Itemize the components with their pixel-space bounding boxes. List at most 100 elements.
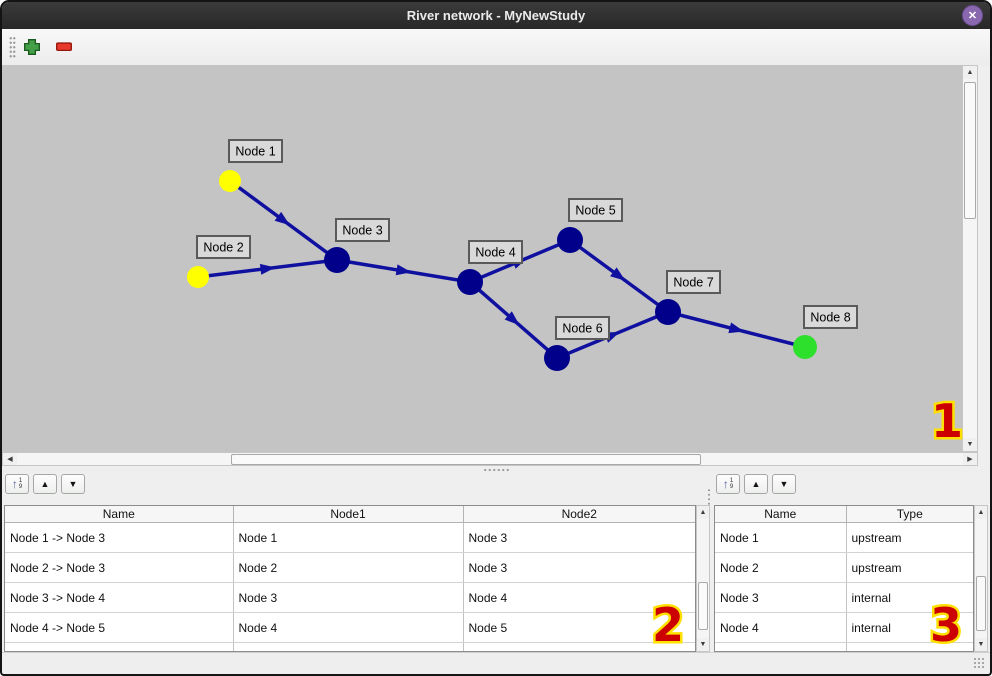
node-node-1[interactable] [219, 170, 241, 192]
scroll-down-icon[interactable]: ▼ [697, 638, 709, 651]
table-cell[interactable]: Node 4 [233, 612, 464, 643]
table-row[interactable] [715, 642, 973, 651]
table-cell[interactable]: Node 3 [463, 522, 695, 553]
scroll-down-icon[interactable]: ▼ [963, 438, 977, 451]
table-cell[interactable]: Node 2 [715, 552, 847, 583]
nodes-move-up-button[interactable]: ▲ [744, 474, 768, 494]
vertical-scroll-thumb[interactable] [964, 82, 976, 219]
nodes-table-scrollbar[interactable]: ▲ ▼ [974, 505, 988, 652]
table-cell[interactable]: Node 1 [233, 522, 464, 553]
reaches-move-down-button[interactable]: ▼ [61, 474, 85, 494]
vertical-scroll-thumb[interactable] [698, 582, 708, 630]
close-icon: ✕ [967, 10, 978, 22]
annotation-1: 1 [928, 398, 965, 444]
add-button[interactable] [22, 37, 42, 57]
svg-text:Node 2: Node 2 [203, 241, 243, 255]
vertical-scroll-thumb[interactable] [976, 576, 986, 631]
column-header-type[interactable]: Type [846, 506, 973, 523]
down-triangle-icon: ▼ [68, 479, 78, 489]
canvas-vertical-scrollbar[interactable]: ▲ ▼ [962, 65, 978, 452]
node-node-7[interactable] [655, 299, 681, 325]
node-node-6[interactable] [544, 345, 570, 371]
node-label-node-5: Node 5 [568, 198, 623, 222]
table-row[interactable] [5, 642, 695, 651]
node-node-4[interactable] [457, 269, 483, 295]
node-label-node-7: Node 7 [666, 270, 721, 294]
reaches-table-scrollbar[interactable]: ▲ ▼ [696, 505, 710, 652]
scroll-down-icon[interactable]: ▼ [975, 638, 987, 651]
table-cell[interactable]: Node 3 -> Node 4 [5, 582, 234, 613]
table-cell[interactable]: Node 5 [463, 612, 695, 643]
reaches-move-up-button[interactable]: ▲ [33, 474, 57, 494]
title-bar[interactable]: River network - MyNewStudy [2, 2, 990, 29]
column-header-node1[interactable]: Node1 [233, 506, 464, 523]
table-cell[interactable]: Node 4 [715, 612, 847, 643]
table-cell[interactable]: Node 3 [233, 582, 464, 613]
svg-text:Node 3: Node 3 [342, 224, 382, 238]
status-bar [2, 652, 990, 674]
column-header-name[interactable]: Name [715, 506, 847, 523]
scroll-up-icon[interactable]: ▲ [975, 506, 987, 519]
remove-button[interactable] [54, 37, 74, 57]
node-node-8[interactable] [793, 335, 817, 359]
column-header-name[interactable]: Name [5, 506, 234, 523]
scroll-up-icon[interactable]: ▲ [963, 66, 977, 79]
close-button[interactable]: ✕ [962, 5, 983, 26]
table-cell[interactable]: Node 3 [715, 582, 847, 613]
scroll-right-icon[interactable]: ▶ [963, 453, 977, 465]
table-cell[interactable]: Node 1 -> Node 3 [5, 522, 234, 553]
table-cell[interactable]: Node 3 [463, 552, 695, 583]
scroll-up-icon[interactable]: ▲ [697, 506, 709, 519]
table-cell[interactable] [463, 642, 695, 651]
plus-icon [24, 39, 40, 55]
horizontal-scroll-thumb[interactable] [231, 454, 701, 465]
table-cell[interactable] [233, 642, 464, 651]
svg-text:Node 7: Node 7 [673, 276, 713, 290]
node-node-3[interactable] [324, 247, 350, 273]
table-cell[interactable] [715, 642, 847, 651]
scroll-left-icon[interactable]: ◀ [3, 453, 17, 465]
toolbar-drag-handle[interactable] [9, 36, 16, 58]
node-node-5[interactable] [557, 227, 583, 253]
resize-grip[interactable] [974, 658, 985, 669]
table-cell[interactable]: Node 2 [233, 552, 464, 583]
horizontal-splitter[interactable] [2, 466, 990, 473]
table-cell[interactable]: Node 1 [715, 522, 847, 553]
node-label-node-4: Node 4 [468, 240, 523, 264]
table-cell[interactable] [5, 642, 234, 651]
table-cell[interactable]: Node 4 -> Node 5 [5, 612, 234, 643]
table-cell[interactable] [846, 642, 973, 651]
arrowhead-icon [259, 263, 276, 275]
arrowhead-icon [274, 211, 290, 226]
arrowhead-icon [504, 311, 520, 326]
svg-text:Node 4: Node 4 [475, 246, 515, 260]
up-triangle-icon: ▲ [40, 479, 50, 489]
column-header-node2[interactable]: Node2 [463, 506, 695, 523]
table-cell[interactable]: Node 4 [463, 582, 695, 613]
table-cell[interactable]: upstream [846, 552, 973, 583]
table-cell[interactable]: upstream [846, 522, 973, 553]
table-cell[interactable]: Node 2 -> Node 3 [5, 552, 234, 583]
table-cell[interactable]: internal [846, 582, 973, 613]
right-margin [978, 65, 990, 466]
svg-text:Node 1: Node 1 [235, 145, 275, 159]
nodes-move-down-button[interactable]: ▼ [772, 474, 796, 494]
table-cell[interactable]: internal [846, 612, 973, 643]
node-label-node-1: Node 1 [228, 139, 283, 163]
canvas-horizontal-scrollbar[interactable]: ◀ ▶ [2, 452, 978, 466]
node-node-2[interactable] [187, 266, 209, 288]
